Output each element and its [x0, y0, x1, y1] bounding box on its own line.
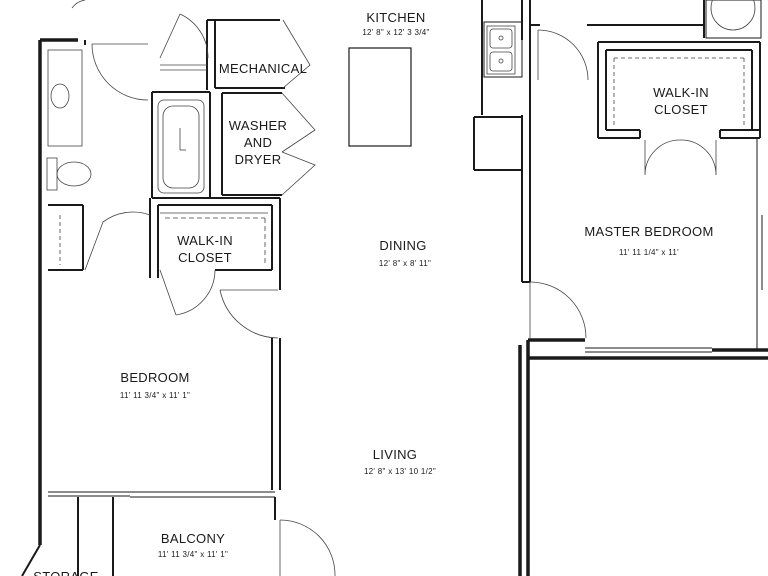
doors: [71, 0, 717, 576]
dining-dims: 12' 8" x 8' 11": [378, 259, 432, 268]
mechanical-label: MECHANICAL: [218, 61, 308, 76]
living-dims: 12' 8" x 13' 10 1/2": [363, 467, 437, 476]
living-label: LIVING: [372, 447, 418, 462]
kitchen-label: KITCHEN: [366, 10, 426, 25]
washer-dryer-label: WASHER AND DRYER: [228, 118, 288, 167]
bedroom-label: BEDROOM: [120, 370, 190, 385]
walkin-closet-label: WALK-IN CLOSET: [177, 233, 233, 265]
master-bedroom-label: MASTER BEDROOM: [584, 224, 714, 239]
balcony-label: BALCONY: [160, 531, 226, 546]
bedroom-dims: 11' 11 3/4" x 11' 1": [119, 391, 191, 400]
master-bedroom-dims: 11' 11 1/4" x 11': [619, 248, 679, 257]
balcony-dims: 11' 11 3/4" x 11' 1": [157, 550, 229, 559]
storage-label: STORAGE: [30, 568, 102, 576]
fixtures: [46, 0, 756, 265]
master-walkin-closet-label: WALK-IN CLOSET: [653, 85, 709, 117]
dining-label: DINING: [379, 238, 427, 253]
walls: [21, 0, 768, 576]
kitchen-dims: 12' 8" x 12' 3 3/4": [362, 28, 430, 37]
